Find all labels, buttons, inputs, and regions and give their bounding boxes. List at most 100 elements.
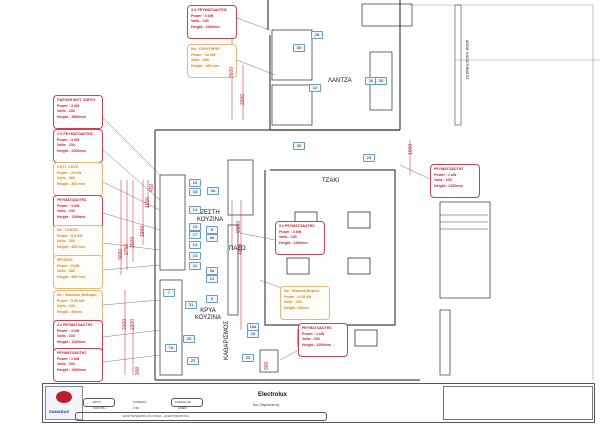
equipment-tag: 8 xyxy=(206,226,218,234)
dimension-label: 2500 xyxy=(130,236,136,248)
callout-title: No : ΓΚΑΠΟ xyxy=(57,228,78,232)
callout-power: Power : 20 kW xyxy=(57,170,82,175)
dimension-label: 1000 xyxy=(408,143,414,155)
callout-volts: Volts : 380 xyxy=(57,269,75,274)
dimension-label: 1900 xyxy=(140,225,146,237)
equipment-tag: 9α xyxy=(206,267,218,275)
dimension-label: 2600 xyxy=(236,220,242,232)
equipment-tag: 9 xyxy=(206,295,218,303)
equipment-tag: 16 xyxy=(247,330,259,338)
callout-power: Power : 1 kW xyxy=(57,356,80,361)
callout-volts: Volts : 380 xyxy=(57,176,75,181)
callout-power: Power : 3 kW xyxy=(57,328,80,333)
equipment-tag: 20 xyxy=(183,335,195,343)
callout-height: Height : 80mm xyxy=(284,305,309,310)
callout-volts: Volts : 230 xyxy=(57,143,75,148)
equipment-tag: 31 xyxy=(185,301,197,309)
callout-height: Height : 1100mm xyxy=(279,240,308,245)
callout-power: Power : 3 kW xyxy=(57,103,80,108)
equipment-tag: 23 xyxy=(242,354,254,362)
callout-volts: Volts : 230 xyxy=(57,334,75,339)
company-logo: SAMARAS xyxy=(45,386,83,420)
room-label-fireplace: ΤΖΑΚΙ xyxy=(322,178,340,184)
callout-height: Height : 2800mm xyxy=(57,114,86,119)
equipment-tag: 24 xyxy=(363,154,375,162)
callout-title: No : Ψυκτική Βιτρίνα xyxy=(284,289,320,293)
callout-power: Power : 1 kW xyxy=(434,172,457,177)
callout-height: Height : 850 mm xyxy=(57,244,85,249)
callout-power: Power : 10 kW xyxy=(191,52,216,57)
equipment-tag: 15 xyxy=(189,223,201,231)
callout-height: Height : 850 mm xyxy=(57,274,85,279)
equipment-tag: 13 xyxy=(189,252,201,260)
callout-title: ΡΕΥΜΑΤΟΔΟΤΗΣ xyxy=(302,326,332,330)
room-label-hot-kitchen: ΖΕΣΤΗ ΚΟΥΖΙΝΑ xyxy=(197,210,223,223)
dimension-label: 3100 xyxy=(122,318,128,330)
callout-title: 4 x ΡΕΥΜΑΤΟΔΟΤΗΣ xyxy=(57,323,93,327)
callout-volts: Volts : 230 xyxy=(191,19,209,24)
owner-label: Κος Θεμιστοκλής xyxy=(253,403,280,407)
callout-height: Height : 1100mm xyxy=(57,214,86,219)
equipment-tag: 17 xyxy=(189,231,201,239)
equipment-tag: 26 xyxy=(311,31,323,39)
callout-power: Power : 3 kW xyxy=(191,13,214,18)
equipment-tag: 9α xyxy=(207,187,219,195)
callout-title: ΦΡΙΤΕΖΑ xyxy=(57,258,73,262)
callout-volts: Volts : 230 xyxy=(57,109,75,114)
equipment-tag: 7α xyxy=(165,344,177,352)
callout-volts: Volts : 230 xyxy=(434,178,452,183)
room-label-storage: ΑΠΟΘ. ΚΑΤΑΣΤΗΜΑΤΟΣ xyxy=(465,40,469,80)
equipment-tag: 12 xyxy=(309,84,321,92)
callout-height: Height : 2200mm xyxy=(302,342,331,347)
callout-height: Height : 2200mm xyxy=(434,183,463,188)
equipment-tag: 10 xyxy=(189,179,201,187)
callout-height: Height : 2200mm xyxy=(57,148,86,153)
callout-height: Height : 850 mm xyxy=(57,181,85,186)
callout-volts: Volts : 230 xyxy=(279,235,297,240)
callout-power: Power : 8,8 kW xyxy=(57,233,83,238)
room-label-cold-kitchen: ΚΡΥΑ ΚΟΥΖΙΝΑ xyxy=(195,308,221,321)
stamp-box xyxy=(443,386,593,420)
dimension-label: 4600 xyxy=(238,243,244,255)
title-block: SAMARAS Electrolux Κος Θεμιστοκλής ΕΡΓΟ … xyxy=(42,383,595,423)
dimension-label: 2000 xyxy=(240,93,246,105)
callout-title: No : ΠΛΥΝΤΗΡΙΟ xyxy=(191,47,220,51)
equipment-tag: 30 xyxy=(293,44,305,52)
callout-title: 4 ΕΣΤ. ΚΟΥΖ. xyxy=(57,165,80,169)
callout-volts: Volts : 230 xyxy=(57,362,75,367)
equipment-tag: 8α xyxy=(206,234,218,242)
equipment-tag: 22 xyxy=(187,357,199,365)
callout-volts: Volts : 230 xyxy=(57,304,75,309)
callout-title: ΡΕΥΜΑΤΟΔΟΤΗΣ xyxy=(57,351,87,355)
dimension-label: 450 xyxy=(149,183,155,192)
callout-power: Power : 0,35 kW xyxy=(284,294,312,299)
dimension-label: 1150 xyxy=(145,197,151,208)
dimension-label: 2300 xyxy=(130,318,136,330)
room-label-cleaning: ΚΑΘΑΡΙΣΜΟΣ xyxy=(224,320,230,360)
callout-height: Height : 80mm xyxy=(57,309,82,314)
equipment-tag: 18 xyxy=(189,188,201,196)
callout-power: Power : 0,55 kW xyxy=(57,298,85,303)
drawing-title: ΕΠΑΓΓΕΛΜΑΤΙΚΗ ΚΟΥΖΙΝΑ - ΗΛΕΚΤΡΟΛΟΓΙΚΑ xyxy=(123,413,189,418)
callout-power: Power : 3 kW xyxy=(57,137,80,142)
callout-volts: Volts : 230 xyxy=(302,337,320,342)
callout-power: Power : 8 kW xyxy=(57,263,80,268)
callout-volts: Volts : 230 xyxy=(57,209,75,214)
callout-title: ΠΑΡΟΧΗ ΜΟΤ. ΧΩΡΟΥ xyxy=(57,98,96,102)
equipment-tag: 11 xyxy=(189,262,201,270)
equipment-tag: 30 xyxy=(375,77,387,85)
equipment-tag: 30 xyxy=(293,142,305,150)
